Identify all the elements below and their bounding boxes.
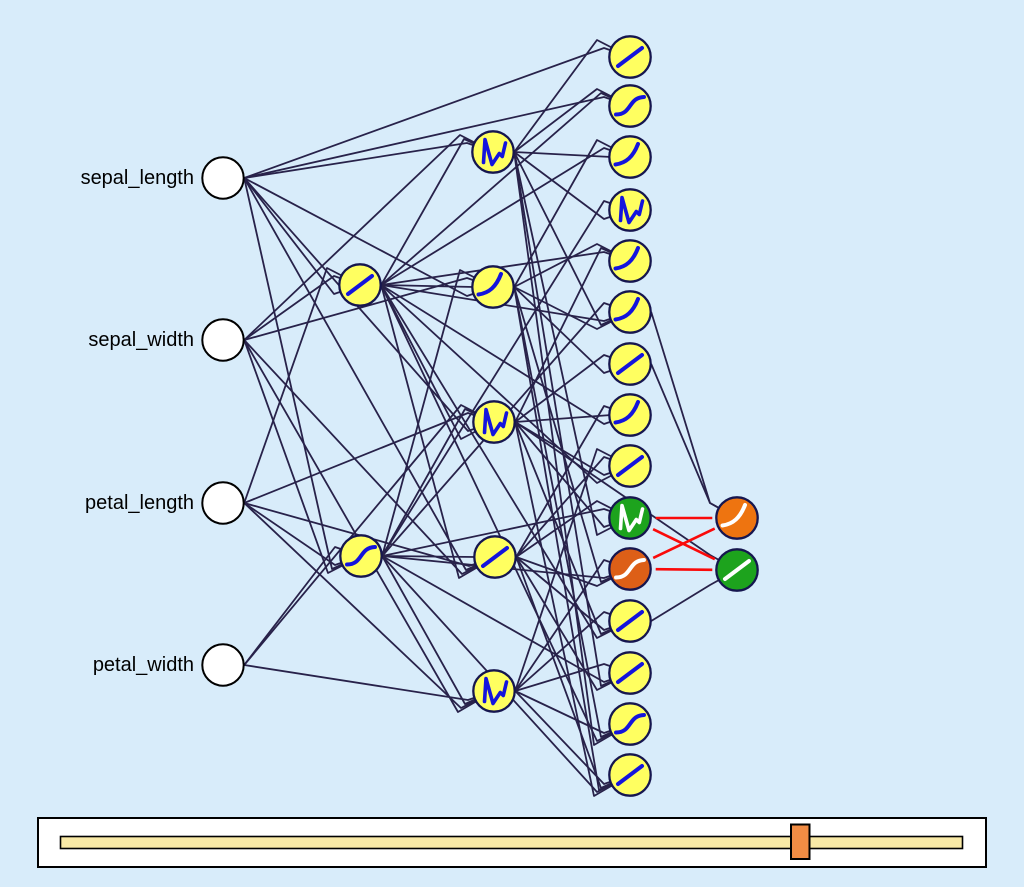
svg-text:sepal_length: sepal_length (81, 167, 194, 189)
svg-text:petal_length: petal_length (85, 492, 194, 514)
svg-text:petal_width: petal_width (93, 654, 194, 676)
svg-text:sepal_width: sepal_width (88, 329, 194, 351)
